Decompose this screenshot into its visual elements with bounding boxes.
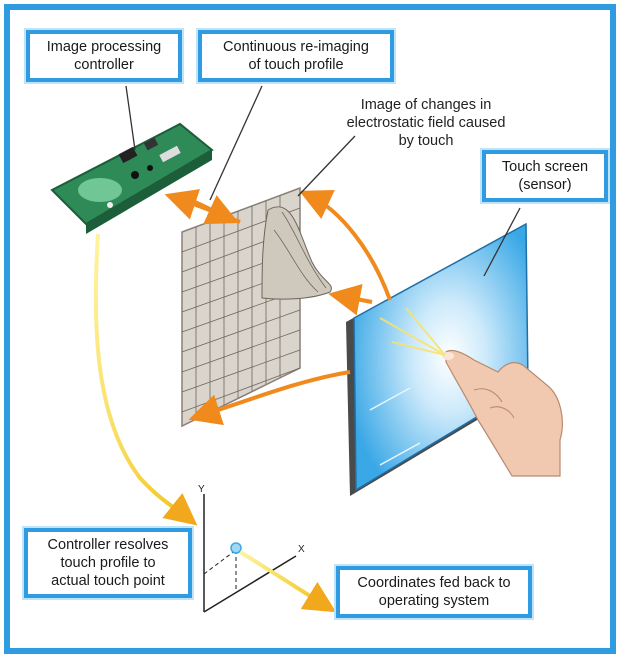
label-touch-screen-line-1: Touch screen (501, 159, 589, 175)
x-axis-label: X (298, 544, 305, 555)
label-touch-screen-line-2: (sensor) (518, 177, 572, 193)
sensor-screen-icon (346, 222, 529, 496)
label-coordinates: Coordinates fed back to operating system (336, 566, 532, 618)
circuit-board-icon (50, 122, 214, 234)
y-axis-label: Y (198, 484, 205, 495)
label-resolves: Controller resolves touch profile to act… (24, 528, 192, 598)
touch-rays (379, 307, 446, 356)
deformed-mesh-icon (181, 186, 332, 428)
label-controller: Image processing controller (26, 30, 182, 82)
label-image-changes-line-2: electrostatic field caused (346, 115, 506, 131)
coordinate-axes-icon: Y X (198, 484, 305, 613)
label-image-changes: Image of changes in electrostatic field … (318, 96, 534, 150)
label-resolves-line-1: Controller resolves (47, 537, 169, 553)
label-resolves-line-2: touch profile to (60, 555, 156, 571)
leader-lines (125, 85, 521, 277)
coordinates-arrow (238, 550, 337, 613)
touch-hand-icon (442, 349, 563, 477)
label-reimaging-line-1: Continuous re-imaging (223, 39, 369, 55)
label-controller-line-1: Image processing (46, 39, 162, 55)
label-reimaging: Continuous re-imaging of touch profile (198, 30, 394, 82)
label-touch-screen: Touch screen (sensor) (482, 150, 608, 202)
label-controller-line-2: controller (74, 57, 134, 73)
label-image-changes-line-1: Image of changes in (360, 97, 492, 113)
label-reimaging-line-2: of touch profile (248, 57, 344, 73)
flow-arrows (164, 189, 392, 426)
label-coordinates-line-1: Coordinates fed back to (357, 575, 511, 591)
label-coordinates-line-2: operating system (378, 593, 490, 609)
label-resolves-line-3: actual touch point (51, 573, 165, 589)
resolve-arrow (93, 233, 198, 526)
label-image-changes-line-3: by touch (398, 133, 454, 149)
